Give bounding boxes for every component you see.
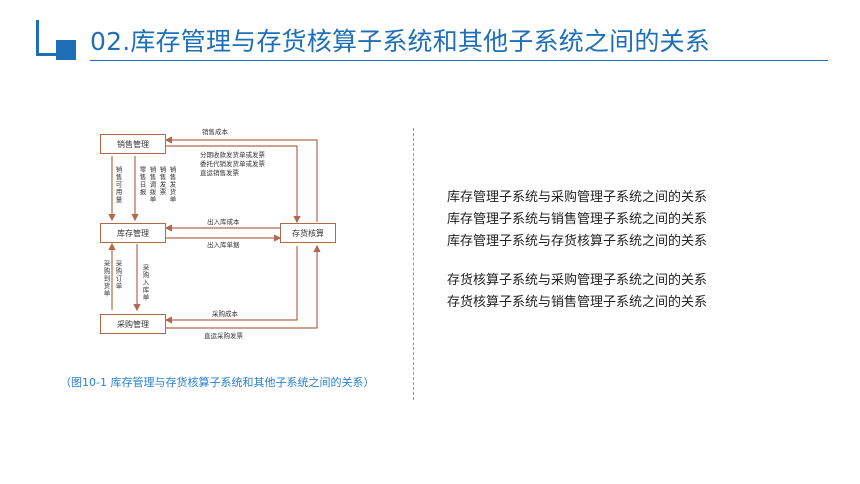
arrow-purchase-cost	[164, 246, 298, 324]
relation-item: 库存管理子系统与销售管理子系统之间的关系	[447, 212, 708, 227]
label-sales-cost: 销售成本	[202, 128, 228, 136]
vlabel-retail-daily: 零售日报	[138, 166, 146, 196]
label-doc-1: 分期收款发货单或发票	[200, 151, 265, 159]
title-divider	[90, 60, 828, 61]
relation-item: 库存管理子系统与采购管理子系统之间的关系	[447, 190, 708, 205]
diagram-arrows	[108, 136, 321, 329]
relation-item: 库存管理子系统与存货核算子系统之间的关系	[447, 234, 708, 249]
vlabel-order: 采购订单	[114, 260, 122, 290]
arrow-sales-cost	[164, 136, 318, 222]
label-direct-purchase: 直运采购发票	[204, 332, 243, 340]
label-inout-cost: 出入库成本	[207, 218, 240, 226]
node-sales: 销售管理	[100, 134, 166, 154]
vertical-divider	[413, 128, 414, 400]
vlabel-invoice: 销售发票	[158, 166, 166, 196]
vlabel-arrival: 采购到货单	[102, 260, 110, 298]
arrow-direct-purchase	[166, 244, 321, 329]
figure-caption: （图10-1 库存管理与存货核算子系统和其他子系统之间的关系）	[60, 376, 375, 389]
node-inventory: 库存管理	[100, 223, 166, 243]
page-title: 02.库存管理与存货核算子系统和其他子系统之间的关系	[90, 27, 710, 56]
arrow-sales-docs	[166, 145, 301, 224]
relation-item: 存货核算子系统与采购管理子系统之间的关系	[447, 273, 708, 288]
corner-square-logo-icon	[36, 20, 76, 60]
relationship-diagram: 销售管理 库存管理 存货核算 采购管理 销售成本 分期收款发货单或发票 委托代销…	[92, 122, 336, 344]
vlabel-transfer: 销售调拨单	[148, 166, 156, 204]
vlabel-delivery: 销售发货单	[168, 166, 176, 204]
vlabel-receipt: 采购入库单	[141, 264, 149, 302]
node-purchase: 采购管理	[100, 314, 166, 334]
label-inout-docs: 出入库单据	[207, 241, 240, 249]
node-accounting: 存货核算	[280, 223, 336, 243]
relation-item: 存货核算子系统与销售管理子系统之间的关系	[447, 295, 708, 310]
label-doc-2: 委托代销发货单或发票	[200, 160, 265, 168]
label-purchase-cost: 采购成本	[212, 310, 238, 318]
label-doc-3: 直运销售发票	[200, 169, 239, 177]
vlabel-sales-available: 销售可用量	[114, 166, 122, 204]
